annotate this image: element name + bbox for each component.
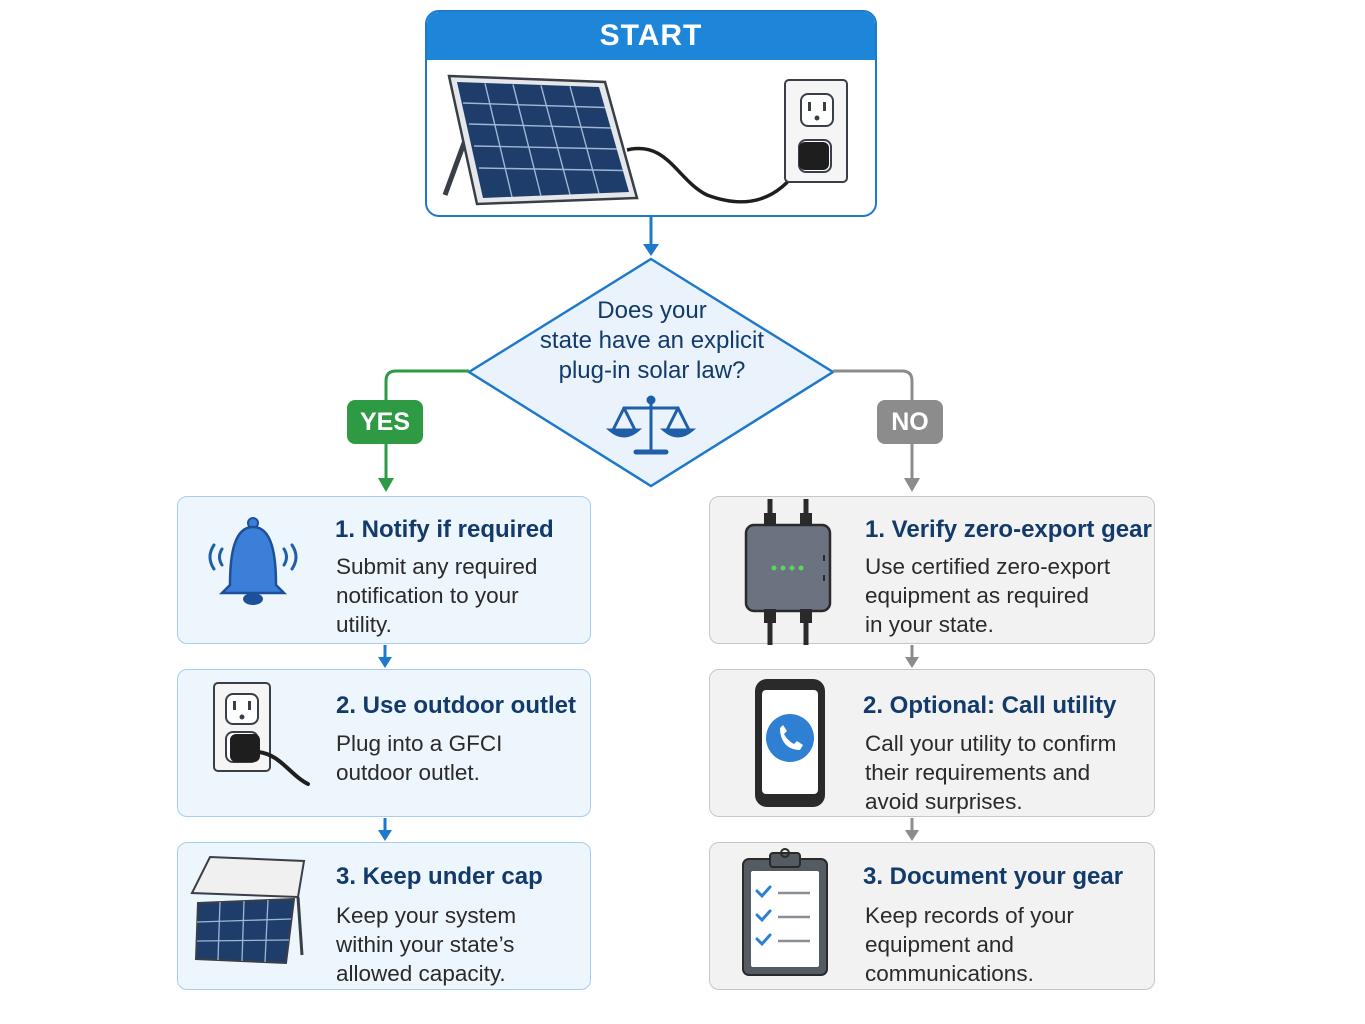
inverter-device-icon xyxy=(744,499,832,645)
yes-step-2: 2. Use outdoor outlet Plug into a GFCI o… xyxy=(177,669,591,817)
yes-step-1: 1. Notify if required Submit any require… xyxy=(177,496,591,644)
yes-badge: YES xyxy=(347,400,423,444)
step-body: Keep your system within your state’s all… xyxy=(336,901,516,988)
solar-panel-plugged-in-icon xyxy=(442,74,848,206)
no-step-3: 3. Document your gear Keep records of yo… xyxy=(709,842,1155,990)
step-title: 1. Notify if required xyxy=(335,516,554,543)
step-body-line: Keep records of your xyxy=(865,903,1074,928)
no-badge: NO xyxy=(877,400,943,444)
bell-icon xyxy=(208,517,298,605)
step-body-line: Keep your system xyxy=(336,903,517,928)
step-body-line: in your state. xyxy=(865,612,994,637)
decision-diamond xyxy=(466,257,836,488)
step-title: 2. Use outdoor outlet xyxy=(336,692,576,719)
no-step-2: 2. Optional: Call utility Call your util… xyxy=(709,669,1155,817)
step-body-line: utility. xyxy=(336,612,392,637)
step-body-line: communications. xyxy=(865,961,1034,986)
scale-icon xyxy=(605,395,697,455)
step-body-line: allowed capacity. xyxy=(336,961,506,986)
step-body: Submit any required notification to your… xyxy=(336,552,537,639)
step-body: Plug into a GFCI outdoor outlet. xyxy=(336,729,502,787)
step-body: Use certified zero-export equipment as r… xyxy=(865,552,1110,639)
step-body: Call your utility to confirm their requi… xyxy=(865,729,1116,816)
step-body-line: Plug into a GFCI xyxy=(336,731,503,756)
step-title: 1. Verify zero-export gear xyxy=(865,516,1152,543)
decision-question: Does your state have an explicit plug-in… xyxy=(510,296,794,386)
small-solar-panel-icon xyxy=(190,855,306,965)
start-label: START xyxy=(427,12,875,60)
decision-line: state have an explicit xyxy=(539,327,765,354)
step-body-line: Submit any required xyxy=(336,554,538,579)
yes-step-3: 3. Keep under cap Keep your system withi… xyxy=(177,842,591,990)
phone-icon xyxy=(755,679,825,807)
outdoor-outlet-icon xyxy=(213,682,310,786)
step-body-line: their requirements and xyxy=(865,760,1091,785)
step-body-line: avoid surprises. xyxy=(865,789,1023,814)
step-body-line: equipment and xyxy=(865,932,1014,957)
step-body-line: Call your utility to confirm xyxy=(865,731,1117,756)
step-body-line: within your state’s xyxy=(336,932,515,957)
start-box: START xyxy=(425,10,877,217)
step-title: 3. Keep under cap xyxy=(336,863,543,890)
step-body: Keep records of your equipment and commu… xyxy=(865,901,1074,988)
step-body-line: notification to your xyxy=(336,583,519,608)
clipboard-checklist-icon xyxy=(742,848,828,976)
decision-line: Does your xyxy=(597,297,707,324)
decision-line: plug-in solar law? xyxy=(558,357,746,384)
step-body-line: equipment as required xyxy=(865,583,1089,608)
step-title: 3. Document your gear xyxy=(863,863,1124,890)
step-body-line: Use certified zero-export xyxy=(865,554,1111,579)
step-body-line: outdoor outlet. xyxy=(336,760,480,785)
step-title: 2. Optional: Call utility xyxy=(863,692,1117,719)
no-step-1: 1. Verify zero-export gear Use certified… xyxy=(709,496,1155,645)
